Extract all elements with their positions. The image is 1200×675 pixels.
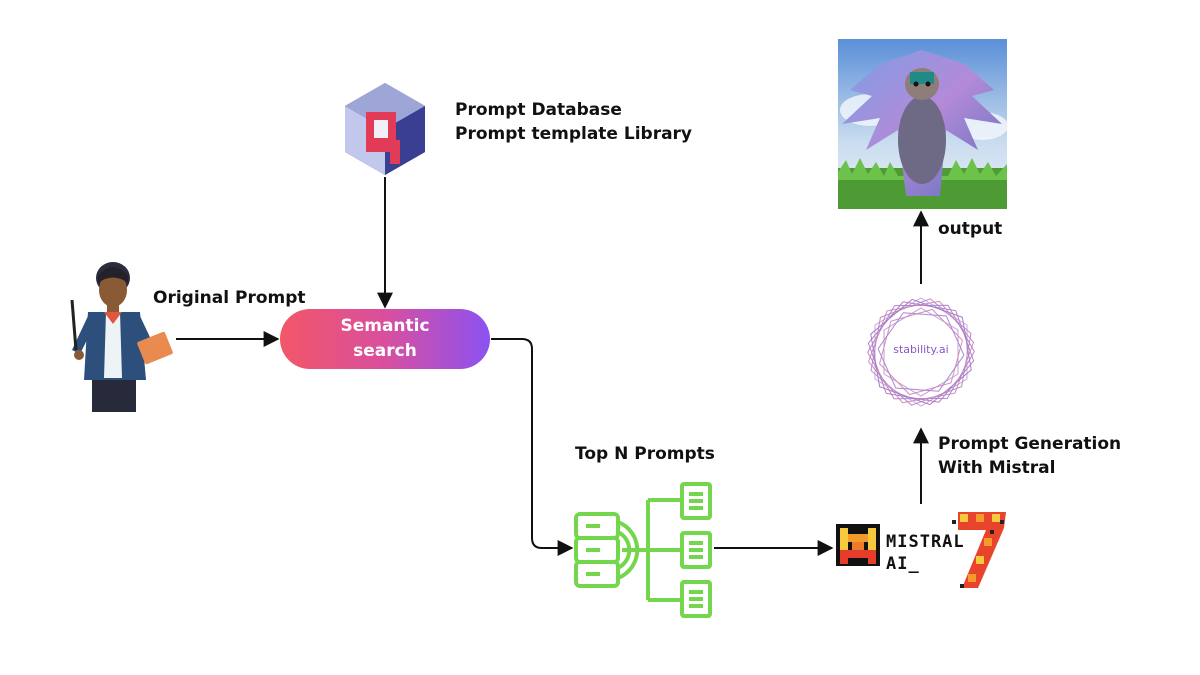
prompt-generation-line1: Prompt Generation: [938, 434, 1122, 454]
semantic-search-line2: search: [353, 341, 417, 361]
database-label-line1: Prompt Database: [455, 100, 622, 120]
original-prompt-label: Original Prompt: [153, 288, 306, 308]
stability-wordmark: stability.ai: [893, 343, 949, 356]
prompt-documents-icon: [574, 482, 712, 618]
output-label: output: [938, 219, 1003, 239]
mistral-wordmark-line2: AI_: [886, 554, 920, 574]
stability-logo-icon: [867, 297, 975, 407]
semantic-search-node: Semantic search: [280, 309, 490, 369]
arrow-search-to-top-n: [491, 338, 574, 556]
presenter-person-icon: [70, 262, 173, 412]
database-cube-icon: [345, 83, 425, 175]
database-label: Prompt Database Prompt template Library: [455, 98, 692, 146]
prompt-generation-line2: With Mistral: [938, 458, 1056, 478]
top-n-prompts-label: Top N Prompts: [575, 444, 715, 464]
mistral-seven-badge-icon: [952, 512, 1006, 588]
mistral-wordmark: MISTRAL AI_: [886, 531, 965, 575]
mistral-wordmark-line1: MISTRAL: [886, 532, 965, 552]
mistral-logo-icon: [836, 524, 880, 566]
output-image: [838, 39, 1008, 209]
prompt-generation-label: Prompt Generation With Mistral: [938, 432, 1121, 480]
semantic-search-line1: Semantic: [340, 316, 430, 336]
connectors: [176, 177, 929, 556]
database-label-line2: Prompt template Library: [455, 124, 693, 144]
